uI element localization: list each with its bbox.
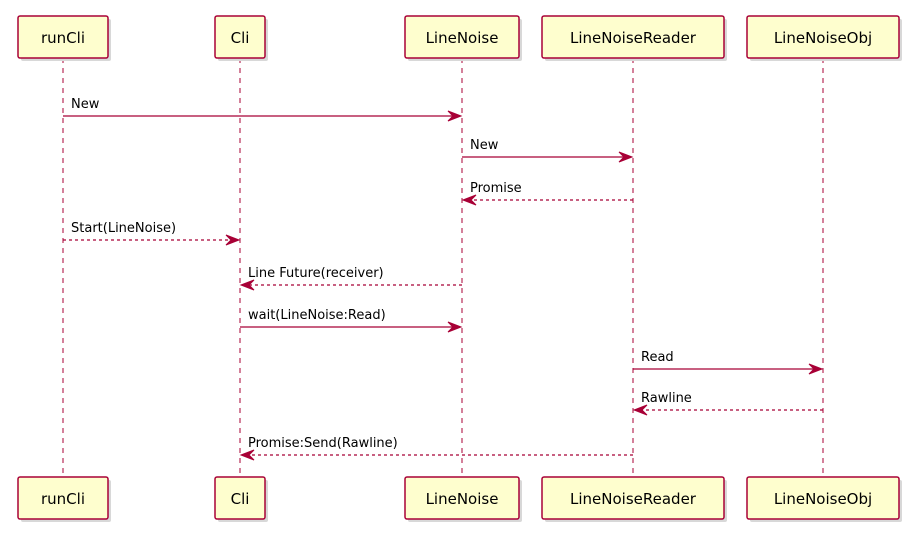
participant-line-noise-obj-top: LineNoiseObj xyxy=(746,15,902,61)
participant-label: runCli xyxy=(41,490,85,508)
participant-cli-top: Cli xyxy=(214,15,268,61)
participant-label: LineNoiseObj xyxy=(774,490,872,508)
arrow-head xyxy=(239,449,255,461)
arrow-head xyxy=(808,363,824,375)
message-label: Promise xyxy=(470,181,522,196)
arrow-head xyxy=(239,279,255,291)
participant-label: LineNoise xyxy=(426,29,499,47)
participant-label: Cli xyxy=(231,490,250,508)
participant-box xyxy=(214,476,266,520)
message-6: wait(LineNoise:Read) xyxy=(240,308,463,333)
arrow-head xyxy=(447,110,463,122)
participant-run-cli-bottom: runCli xyxy=(17,476,111,522)
message-label: Read xyxy=(641,350,674,365)
participant-box xyxy=(17,476,109,520)
participant-box xyxy=(746,15,900,59)
participant-label: LineNoiseObj xyxy=(774,29,872,47)
message-9: Promise:Send(Rawline) xyxy=(239,436,633,461)
message-1: New xyxy=(63,97,463,122)
message-label: wait(LineNoise:Read) xyxy=(248,308,386,323)
participant-label: LineNoiseReader xyxy=(570,29,697,47)
message-4: Start(LineNoise) xyxy=(63,221,241,246)
message-label: New xyxy=(71,97,100,112)
message-label: Rawline xyxy=(641,391,692,406)
participant-line-noise-reader-bottom: LineNoiseReader xyxy=(541,476,727,522)
message-label: Line Future(receiver) xyxy=(248,266,384,281)
message-label: Promise:Send(Rawline) xyxy=(248,436,398,451)
message-label: New xyxy=(470,138,499,153)
participant-box xyxy=(17,15,109,59)
participant-box xyxy=(404,15,520,59)
participant-box xyxy=(214,15,266,59)
participant-box xyxy=(541,15,725,59)
participant-boxes: runClirunCliCliCliLineNoiseLineNoiseLine… xyxy=(17,15,902,522)
participant-box xyxy=(404,476,520,520)
arrow-head xyxy=(447,321,463,333)
participant-label: Cli xyxy=(231,29,250,47)
arrow-head xyxy=(461,194,477,206)
participant-label: LineNoiseReader xyxy=(570,490,697,508)
arrow-head xyxy=(225,234,241,246)
arrow-head xyxy=(618,151,634,163)
participant-run-cli-top: runCli xyxy=(17,15,111,61)
lifelines xyxy=(62,58,824,477)
message-7: Read xyxy=(633,350,824,375)
participant-line-noise-bottom: LineNoise xyxy=(404,476,522,522)
message-label: Start(LineNoise) xyxy=(71,221,176,236)
participant-line-noise-top: LineNoise xyxy=(404,15,522,61)
participant-label: runCli xyxy=(41,29,85,47)
arrow-head xyxy=(632,404,648,416)
participant-line-noise-reader-top: LineNoiseReader xyxy=(541,15,727,61)
message-2: New xyxy=(462,138,634,163)
message-3: Promise xyxy=(461,181,633,206)
participant-label: LineNoise xyxy=(426,490,499,508)
message-8: Rawline xyxy=(632,391,823,416)
participant-cli-bottom: Cli xyxy=(214,476,268,522)
participant-line-noise-obj-bottom: LineNoiseObj xyxy=(746,476,902,522)
participant-box xyxy=(746,476,900,520)
message-5: Line Future(receiver) xyxy=(239,266,462,291)
participant-box xyxy=(541,476,725,520)
